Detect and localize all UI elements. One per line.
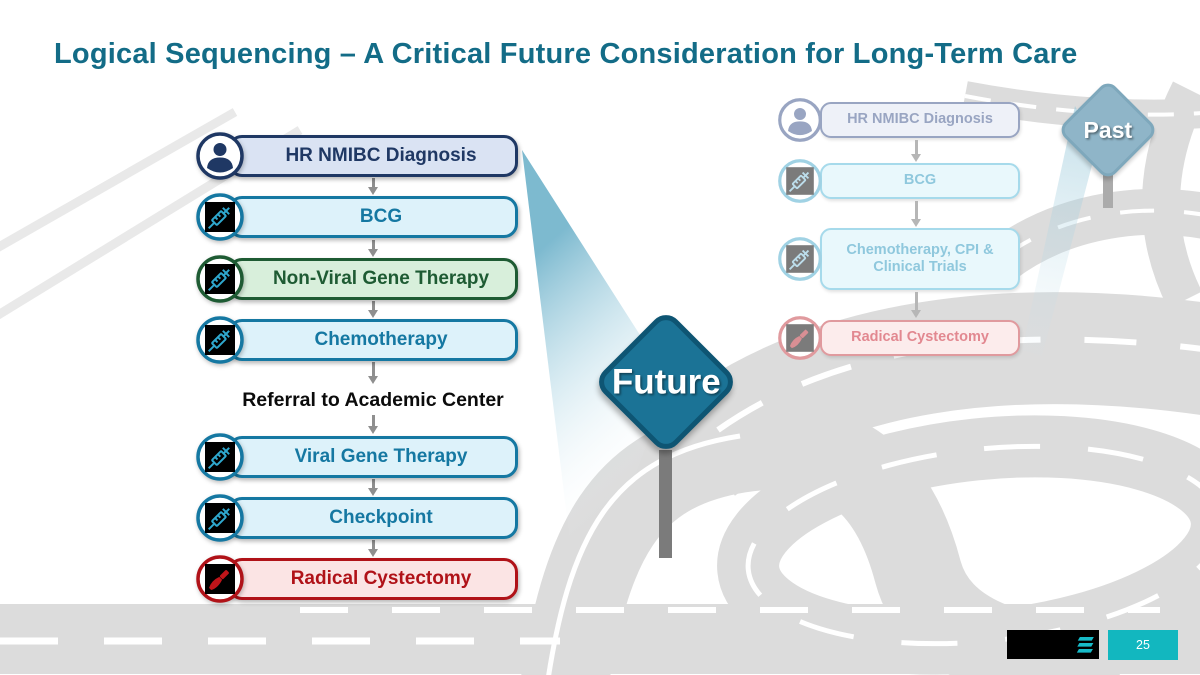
flow-box: Radical Cystectomy bbox=[820, 320, 1020, 356]
referral-note: Referral to Academic Center bbox=[242, 388, 504, 411]
flow-box: Chemotherapy bbox=[228, 319, 518, 361]
down-arrow-icon bbox=[911, 292, 922, 318]
future-sign-pole bbox=[659, 450, 672, 558]
flow-box-label: HR NMIBC Diagnosis bbox=[285, 145, 477, 166]
flow-box: Non-Viral Gene Therapy bbox=[228, 258, 518, 300]
future-step-checkpoint: Checkpoint bbox=[195, 497, 518, 539]
flow-box-label: Radical Cystectomy bbox=[290, 568, 472, 589]
down-arrow-icon bbox=[368, 362, 379, 384]
flow-box: BCG bbox=[228, 196, 518, 238]
past-sign-label: Past bbox=[1083, 116, 1133, 143]
company-logo bbox=[1007, 630, 1099, 659]
patient-icon bbox=[777, 97, 823, 143]
past-beam bbox=[1022, 106, 1097, 356]
scalpel-icon bbox=[195, 554, 245, 604]
down-arrow-icon bbox=[368, 479, 379, 496]
syringe-icon bbox=[777, 236, 823, 282]
flow-box-label: BCG bbox=[359, 206, 403, 227]
past-step-chemotherapy-cpi-clinical-trials: Chemotherapy, CPI & Clinical Trials bbox=[777, 228, 1020, 290]
future-sign-label: Future bbox=[611, 362, 721, 402]
flow-box-label: Chemotherapy, CPI & Clinical Trials bbox=[846, 241, 994, 275]
flow-box-label: Viral Gene Therapy bbox=[294, 446, 468, 467]
syringe-icon bbox=[195, 493, 245, 543]
future-step-viral-gene-therapy: Viral Gene Therapy bbox=[195, 436, 518, 478]
down-arrow-icon bbox=[368, 415, 379, 434]
future-step-non-viral-gene-therapy: Non-Viral Gene Therapy bbox=[195, 258, 518, 300]
down-arrow-icon bbox=[368, 240, 379, 257]
flow-box: Chemotherapy, CPI & Clinical Trials bbox=[820, 228, 1020, 290]
flow-box-label: Chemotherapy bbox=[314, 329, 448, 350]
future-step-bcg: BCG bbox=[195, 196, 518, 238]
flow-box-label: Checkpoint bbox=[329, 507, 433, 528]
future-step-hr-nmibc-diagnosis: HR NMIBC Diagnosis bbox=[195, 135, 518, 177]
flow-box-label: HR NMIBC Diagnosis bbox=[847, 111, 993, 128]
future-beam bbox=[522, 150, 670, 624]
syringe-icon bbox=[777, 158, 823, 204]
syringe-icon bbox=[195, 432, 245, 482]
flow-box: Radical Cystectomy bbox=[228, 558, 518, 600]
flow-box-label: Radical Cystectomy bbox=[851, 329, 989, 346]
flow-box: HR NMIBC Diagnosis bbox=[228, 135, 518, 177]
down-arrow-icon bbox=[368, 178, 379, 195]
flow-box-label: BCG bbox=[903, 172, 937, 189]
down-arrow-icon bbox=[911, 140, 922, 162]
past-sign-pole bbox=[1103, 166, 1113, 208]
future-step-chemotherapy: Chemotherapy bbox=[195, 319, 518, 361]
flow-box: HR NMIBC Diagnosis bbox=[820, 102, 1020, 138]
brand-stripes-icon bbox=[1069, 635, 1095, 655]
future-step-radical-cystectomy: Radical Cystectomy bbox=[195, 558, 518, 600]
flow-box: BCG bbox=[820, 163, 1020, 199]
patient-icon bbox=[195, 131, 245, 181]
down-arrow-icon bbox=[911, 201, 922, 227]
down-arrow-icon bbox=[368, 301, 379, 318]
syringe-icon bbox=[195, 315, 245, 365]
past-step-bcg: BCG bbox=[777, 163, 1020, 199]
past-step-radical-cystectomy: Radical Cystectomy bbox=[777, 320, 1020, 356]
down-arrow-icon bbox=[368, 540, 379, 557]
syringe-icon bbox=[195, 192, 245, 242]
past-step-hr-nmibc-diagnosis: HR NMIBC Diagnosis bbox=[777, 102, 1020, 138]
syringe-icon bbox=[195, 254, 245, 304]
flow-box-label: Non-Viral Gene Therapy bbox=[272, 268, 490, 289]
flow-box: Checkpoint bbox=[228, 497, 518, 539]
scalpel-icon bbox=[777, 315, 823, 361]
page-number-badge: 25 bbox=[1108, 630, 1178, 660]
slide-title: Logical Sequencing – A Critical Future C… bbox=[54, 38, 1078, 70]
flow-box: Viral Gene Therapy bbox=[228, 436, 518, 478]
